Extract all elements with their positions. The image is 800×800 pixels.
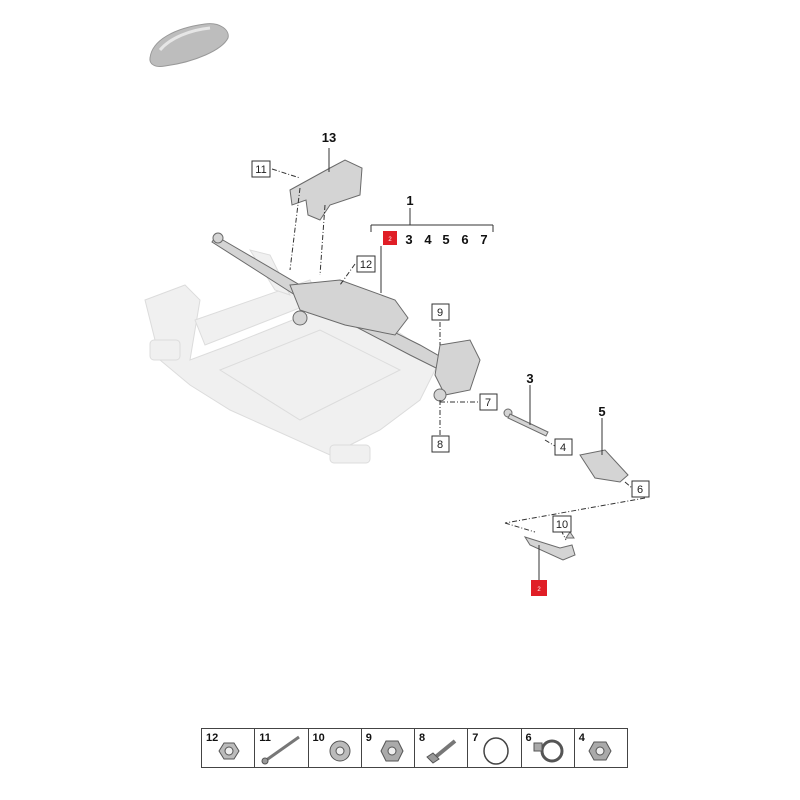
leader-lines (271, 148, 646, 580)
callout-6-box[interactable]: 6 (631, 480, 650, 498)
flange-nut-icon (218, 742, 240, 760)
tie-rod[interactable] (503, 408, 549, 437)
legend-number: 10 (312, 732, 325, 744)
hardware-legend: 12 11 10 9 8 7 (201, 728, 628, 768)
svg-text:8: 8 (437, 439, 443, 451)
legend-number: 9 (365, 732, 372, 744)
flange-bolt-icon (426, 739, 457, 764)
svg-text:2: 2 (537, 587, 541, 593)
callout-8-box[interactable]: 8 (431, 435, 450, 453)
legend-cell-12[interactable]: 12 (202, 729, 256, 767)
legend-cell-7[interactable]: 7 (468, 729, 522, 767)
bellows-boot[interactable] (579, 449, 629, 483)
legend-cell-11[interactable]: 11 (255, 729, 309, 767)
legend-number: 12 (206, 732, 219, 744)
callout-3: 3 (405, 232, 412, 247)
callout-7: 7 (480, 232, 487, 247)
legend-cell-9[interactable]: 9 (362, 729, 415, 767)
mounting-bracket[interactable] (289, 159, 363, 221)
legend-number: 6 (525, 732, 532, 744)
steering-rack-assembly[interactable] (211, 232, 481, 402)
legend-number: 8 (419, 732, 426, 744)
legend-number: 11 (259, 732, 271, 744)
tie-rod-end[interactable] (523, 531, 576, 561)
nut-icon (588, 741, 612, 761)
legend-number: 7 (472, 732, 479, 744)
washer-nut-icon (329, 740, 350, 762)
callout-6: 6 (461, 232, 468, 247)
bolt-icon (261, 735, 301, 765)
callout-2-red-box-bottom[interactable]: 2 (531, 580, 547, 596)
hose-clamp-icon (533, 739, 563, 763)
callout-1: 1 (406, 193, 413, 208)
svg-text:2: 2 (388, 237, 392, 243)
car-thumbnail-icon (149, 23, 229, 67)
callout-9-box[interactable]: 9 (431, 303, 450, 321)
legend-cell-4[interactable]: 4 (575, 729, 627, 767)
svg-text:4: 4 (560, 442, 566, 454)
svg-text:10: 10 (556, 519, 568, 531)
ring-clip-icon (483, 737, 509, 765)
callout-12-box[interactable]: 12 (356, 255, 376, 273)
legend-number: 4 (578, 732, 585, 744)
legend-cell-10[interactable]: 10 (309, 729, 362, 767)
callout-4-box[interactable]: 4 (554, 438, 573, 456)
svg-text:12: 12 (360, 259, 372, 271)
callout-5: 5 (442, 232, 449, 247)
legend-cell-8[interactable]: 8 (415, 729, 469, 767)
callout-11-box[interactable]: 11 (251, 160, 271, 178)
callout-3-tie-rod: 3 (526, 371, 533, 386)
legend-cell-6[interactable]: 6 (522, 729, 575, 767)
svg-text:6: 6 (637, 484, 643, 496)
callout-4: 4 (424, 232, 432, 247)
callout-5-boot: 5 (598, 404, 605, 419)
svg-text:9: 9 (437, 307, 443, 319)
callout-13: 13 (322, 130, 336, 145)
svg-text:7: 7 (485, 397, 491, 409)
callout-7-box[interactable]: 7 (479, 393, 498, 411)
callout-10-box[interactable]: 10 (552, 515, 572, 533)
hex-nut-icon (380, 740, 404, 762)
svg-text:11: 11 (255, 164, 266, 176)
callout-2-red-box[interactable]: 2 (383, 231, 397, 245)
